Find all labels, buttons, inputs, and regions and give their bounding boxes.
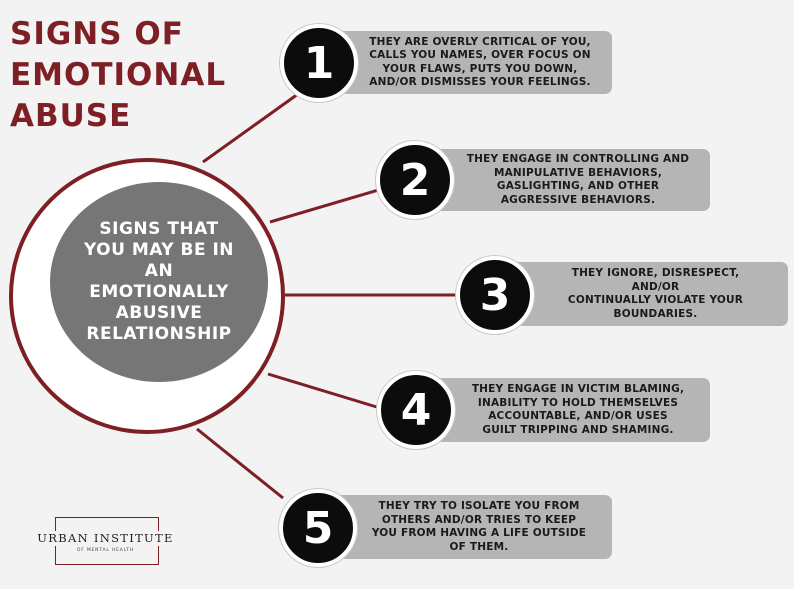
sign-line: ACCOUNTABLE, AND/OR USES [488,410,668,422]
page-title: SIGNS OF EMOTIONAL ABUSE [10,14,226,137]
center-line: ABUSIVE [115,303,203,323]
sign-text-4: THEY ENGAGE IN VICTIM BLAMING, INABILITY… [472,383,684,437]
sign-number: 1 [303,37,335,89]
sign-line: BOUNDARIES. [613,307,698,320]
sign-box-1: THEY ARE OVERLY CRITICAL OF YOU, CALLS Y… [320,31,612,94]
sign-line: AGGRESSIVE BEHAVIORS. [500,193,656,206]
sign-line: MANIPULATIVE BEHAVIORS, [493,166,663,179]
connector-line-5 [196,427,284,500]
connector-line-2 [269,186,386,224]
sign-number: 2 [399,154,431,206]
sign-line: OF THEM. [449,540,509,553]
center-line: EMOTIONALLY [89,282,229,302]
sign-text-2: THEY ENGAGE IN CONTROLLING AND MANIPULAT… [467,153,689,207]
sign-line: YOUR FLAWS, PUTS YOU DOWN, [382,62,578,75]
connector-line-4 [267,372,381,410]
title-line: ABUSE [10,98,132,134]
sign-number: 3 [479,269,511,321]
sign-number-badge-5: 5 [279,489,357,567]
center-label: SIGNS THAT YOU MAY BE IN AN EMOTIONALLY … [69,219,249,345]
sign-number-badge-2: 2 [376,141,454,219]
sign-line: CONTINUALLY VIOLATE YOUR [567,294,744,306]
sign-line: AND/OR DISMISSES YOUR FEELINGS. [369,76,591,88]
sign-line: THEY ENGAGE IN CONTROLLING AND [466,153,690,165]
urban-institute-logo: URBAN INSTITUTE OF MENTAL HEALTH [28,517,183,565]
center-line: SIGNS THAT [99,219,219,239]
sign-text-3: THEY IGNORE, DISRESPECT, AND/OR CONTINUA… [568,267,743,321]
sign-number-badge-1: 1 [280,24,358,102]
sign-line: THEY TRY TO ISOLATE YOU FROM [378,500,580,512]
sign-line: INABILITY TO HOLD THEMSELVES [477,396,679,409]
connector-line-1 [202,92,299,164]
logo-subtitle: OF MENTAL HEALTH [76,548,135,553]
sign-text-1: THEY ARE OVERLY CRITICAL OF YOU, CALLS Y… [369,36,591,90]
logo-name: URBAN INSTITUTE [28,531,183,546]
sign-text-5: THEY TRY TO ISOLATE YOU FROM OTHERS AND/… [372,500,586,554]
sign-line: GASLIGHTING, AND OTHER [496,180,660,192]
sign-line: OTHERS AND/OR TRIES TO KEEP [381,513,577,526]
title-line: EMOTIONAL [10,57,227,93]
sign-line: AND/OR [631,280,680,293]
center-line: YOU MAY BE IN [83,240,235,260]
sign-box-3: THEY IGNORE, DISRESPECT, AND/OR CONTINUA… [493,262,788,326]
sign-line: CALLS YOU NAMES, OVER FOCUS ON [369,49,591,61]
sign-line: THEY ENGAGE IN VICTIM BLAMING, [471,383,685,395]
center-line: AN [144,261,174,281]
center-line: RELATIONSHIP [86,324,232,344]
sign-line: GUILT TRIPPING AND SHAMING. [482,423,674,436]
sign-number: 5 [302,502,334,554]
sign-box-4: THEY ENGAGE IN VICTIM BLAMING, INABILITY… [420,378,710,442]
title-line: SIGNS OF [10,16,184,52]
sign-box-2: THEY ENGAGE IN CONTROLLING AND MANIPULAT… [420,149,710,211]
center-circle: SIGNS THAT YOU MAY BE IN AN EMOTIONALLY … [50,182,268,382]
sign-line: THEY ARE OVERLY CRITICAL OF YOU, [369,35,591,48]
sign-number-badge-4: 4 [377,371,455,449]
sign-line: THEY IGNORE, DISRESPECT, [571,267,740,279]
sign-number-badge-3: 3 [456,256,534,334]
sign-box-5: THEY TRY TO ISOLATE YOU FROM OTHERS AND/… [322,495,612,559]
sign-number: 4 [400,384,432,436]
sign-line: YOU FROM HAVING A LIFE OUTSIDE [371,527,587,539]
